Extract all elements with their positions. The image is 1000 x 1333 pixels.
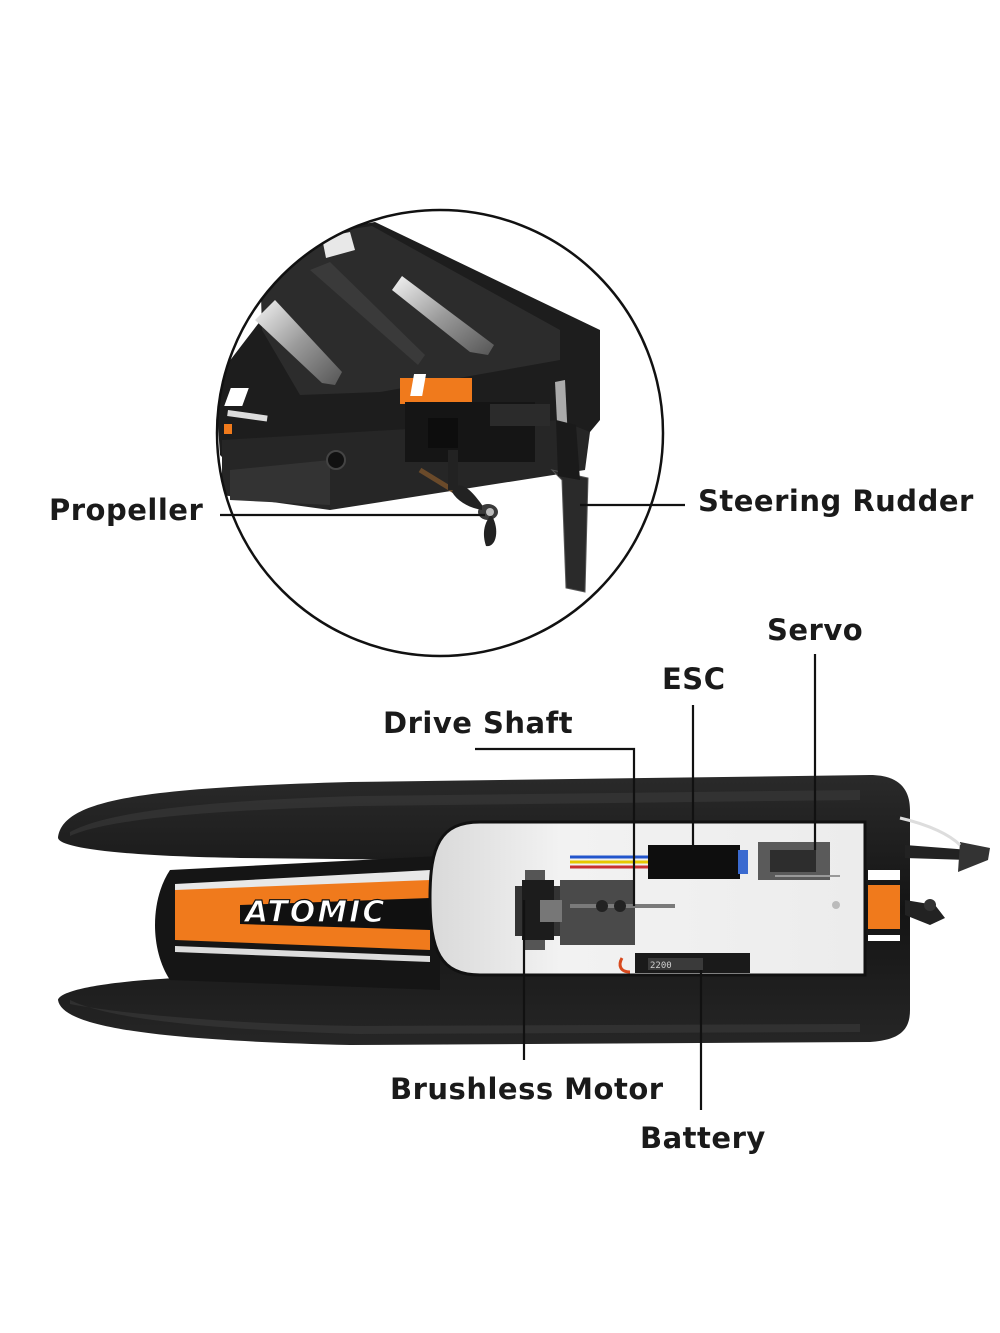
steering-rudder-label: Steering Rudder xyxy=(698,484,974,518)
leader-lines xyxy=(220,503,817,1110)
transom-orange-stripe xyxy=(400,378,472,404)
brand-logo: ATOMIC xyxy=(243,895,386,930)
drive-shaft-label: Drive Shaft xyxy=(383,706,573,740)
brushless-motor-label: Brushless Motor xyxy=(390,1072,664,1106)
servo-label: Servo xyxy=(767,613,863,647)
propeller-part xyxy=(452,485,498,547)
battery-part: 2200 xyxy=(618,953,750,974)
boat-top-view: ATOMIC xyxy=(58,775,990,1045)
esc-part xyxy=(648,845,740,879)
motor-mount xyxy=(560,880,635,945)
stern-detail-inset xyxy=(215,208,665,658)
steering-rudder-part xyxy=(550,420,589,593)
drive-shaft-leader xyxy=(475,747,636,906)
inset-circle-border xyxy=(215,208,665,658)
brushless-motor-part xyxy=(515,870,562,950)
propeller-label: Propeller xyxy=(49,493,203,527)
esc-label: ESC xyxy=(662,662,725,696)
battery-marking: 2200 xyxy=(650,961,672,971)
labels: Propeller Steering Rudder Servo ESC Driv… xyxy=(49,484,974,1155)
battery-label: Battery xyxy=(640,1121,766,1155)
